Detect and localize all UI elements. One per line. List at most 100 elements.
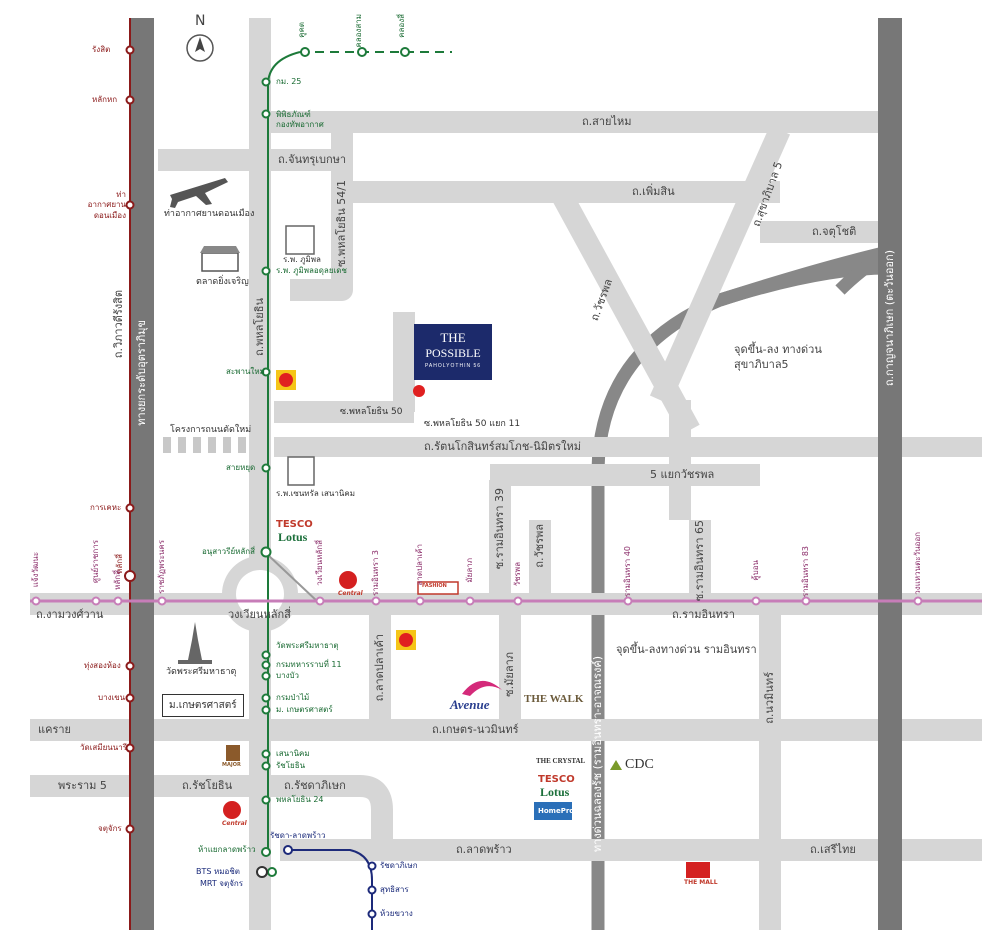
thewalk-logo: THE WALK: [524, 693, 584, 705]
note-new-road: โครงการถนนตัดใหม่: [170, 425, 252, 435]
tesco-logo: TESCO: [276, 519, 313, 530]
station-pink-8[interactable]: มัยลาภ: [465, 558, 474, 583]
station-pink-12[interactable]: รามอินทรา 83: [801, 546, 810, 598]
road-label-khraerai: แคราย: [38, 723, 71, 736]
station-red-3[interactable]: ท่าอากาศยาน ดอนเมือง: [87, 190, 126, 220]
road-label-ramintra65: ซ.รามอินทรา 65: [693, 520, 706, 602]
station-green-7[interactable]: วัดพระศรีมหาธาตุ: [276, 641, 339, 650]
road-ratchadaphisek: [262, 775, 393, 850]
station-blue-3[interactable]: สุทธิสาร: [380, 885, 409, 894]
station-green-3[interactable]: ร.พ. ภูมิพลอดุลยเดช: [276, 266, 347, 275]
road-label-phahon: ถ.พหลโยธิน: [253, 298, 266, 356]
road-label-circle: วงเวียนหลักสี่: [228, 608, 291, 621]
road-label-ratchayothin: ถ.รัชโยธิน: [182, 779, 233, 792]
road-watcharaphon-diag: [550, 186, 700, 436]
hospital-icon-2: [287, 456, 315, 486]
homepro-icon: [534, 802, 572, 820]
station-red-9[interactable]: จตุจักร: [98, 824, 122, 833]
road-label-ngam: ถ.งามวงศ์วาน: [36, 608, 104, 621]
station-green-11[interactable]: ม. เกษตรศาสตร์: [276, 705, 333, 714]
station-red-2[interactable]: หลักหก: [92, 95, 118, 104]
road-label-expressway: ทางด่วนฉลองรัช (รามอินทรา-อาจณรงค์): [591, 656, 604, 853]
lak-si-circle-inner: [236, 570, 284, 618]
place-kaset-univ: ม.เกษตรศาสตร์: [162, 694, 244, 717]
central-logo: Central: [338, 590, 363, 597]
station-red-4[interactable]: การเคหะ: [90, 503, 122, 512]
station-pink-11[interactable]: คู้บอน: [751, 560, 760, 581]
station-green-10[interactable]: กรมป่าไม้: [276, 693, 310, 702]
themall-icon: [686, 862, 710, 878]
place-mrt: MRT จตุจักร: [200, 879, 244, 888]
place-central-hosp: ร.พ.เซนทรัล เสนานิคม: [276, 489, 355, 498]
road-label-tollway: ทางยกระดับอุตราภิมุข: [135, 320, 148, 426]
road-label-watcharaphon-jn: 5 แยกวัชรพล: [650, 468, 715, 481]
avenue-logo: Avenue: [450, 697, 490, 712]
station-pink-7[interactable]: ลาดปลาเค้า: [415, 544, 424, 586]
place-bts: BTS หมอชิต: [196, 867, 240, 876]
station-green-1[interactable]: กม. 25: [276, 77, 302, 86]
station-blue-2[interactable]: รัชดาภิเษก: [380, 861, 418, 870]
road-label-sai-mai: ถ.สายไหม: [582, 115, 632, 128]
fashion-icon: [417, 581, 459, 595]
station-green-9[interactable]: บางบัว: [276, 671, 300, 680]
road-label-ratan: ถ.รัตนโกสินทร์สมโภช-นิมิตรใหม่: [424, 440, 581, 453]
major-icon: [226, 745, 240, 761]
compass-label: N: [195, 13, 206, 29]
place-market: ตลาดยิ่งเจริญ: [196, 277, 249, 287]
station-pink-13[interactable]: วงแหวนตะวันออก: [913, 532, 922, 595]
station-green-4[interactable]: สะพานใหม่: [226, 367, 265, 376]
station-blue-1[interactable]: รัชดา-ลาดพร้าว: [270, 831, 326, 840]
major-logo: MAJOR: [222, 762, 241, 768]
road-label-phahon-54-1: ซ.พหลโยธิน 54/1: [335, 180, 348, 267]
road-sukhaphiban5: [649, 125, 791, 405]
station-green-2[interactable]: พิพิธภัณฑ์กองทัพอากาศ: [276, 110, 324, 129]
temple-icon: [188, 622, 202, 660]
station-pink-2[interactable]: ศูนย์ราชการ: [91, 540, 100, 584]
station-blue-4[interactable]: ห้วยขวาง: [380, 909, 413, 918]
road-label-phahon50-11: ซ.พหลโยธิน 50 แยก 11: [424, 419, 521, 429]
note-sukhaphiban-ramp: จุดขึ้น-ลง ทางด่วน สุขาภิบาล5: [734, 343, 822, 371]
hospital-icon: [285, 225, 315, 255]
compass-icon: [186, 34, 214, 62]
connector-line: [267, 554, 319, 603]
road-label-ratchadaphisek: ถ.รัชดาภิเษก: [284, 779, 346, 792]
project-marker[interactable]: THE POSSIBLE PAHOLYOTHIN 56: [414, 324, 492, 380]
road-label-phemsin: ถ.เพิ่มสิน: [632, 185, 675, 198]
road-label-kanchana: ถ.กาญจนาภิเษก (ตะวันออก): [883, 250, 896, 387]
station-green-top-1[interactable]: คูคต: [297, 22, 306, 38]
station-pink-6[interactable]: รามอินทรา 3: [371, 550, 380, 597]
station-green-5[interactable]: สายหยุด: [226, 463, 256, 472]
station-pink-9[interactable]: วัชรพล: [513, 562, 522, 587]
station-red-8[interactable]: วัดเสมียนนารี: [80, 743, 127, 752]
station-green-top-2[interactable]: คลองสาม: [354, 14, 363, 48]
place-airport: ท่าอากาศยานดอนเมือง: [164, 209, 255, 219]
blue-line: [288, 849, 373, 930]
station-pink-4[interactable]: ราชภัฏพระนคร: [157, 540, 166, 594]
station-green-15[interactable]: ห้าแยกลาดพร้าว: [198, 845, 256, 854]
project-name-1: THE: [440, 330, 466, 345]
station-green-12[interactable]: เสนานิคม: [276, 749, 310, 758]
station-pink-5[interactable]: วงเวียนหลักสี่: [315, 540, 324, 586]
tesco-logo-2: TESCO: [538, 774, 575, 785]
station-green-13[interactable]: รัชโยธิน: [276, 761, 306, 770]
station-red-7[interactable]: บางเขน: [98, 693, 126, 702]
fashion-logo: FASHION: [422, 583, 447, 589]
station-green-6[interactable]: อนุสาวรีย์หลักสี่: [202, 547, 256, 556]
station-green-top-3[interactable]: คลองสี่: [397, 14, 406, 38]
road-label-watcharaphon2: ถ.วัชรพล: [533, 524, 546, 568]
airplane-icon: [170, 178, 228, 208]
station-pink-3[interactable]: หลักสี่: [113, 570, 122, 590]
place-bhumibol: ร.พ. ภูมิพล: [283, 255, 321, 264]
station-green-8[interactable]: กรมทหารราบที่ 11: [276, 660, 342, 669]
project-pin: [413, 385, 425, 397]
station-red-6[interactable]: ทุ่งสองห้อง: [84, 661, 121, 670]
station-pink-1[interactable]: แจ้งวัฒนะ: [31, 552, 40, 588]
road-ratan: [274, 437, 982, 457]
cdc-logo: CDC: [625, 757, 654, 772]
road-label-ramintra39: ซ.รามอินทรา 39: [493, 488, 506, 570]
road-label-seri-thai: ถ.เสรีไทย: [810, 843, 856, 856]
station-pink-10[interactable]: รามอินทรา 40: [623, 546, 632, 598]
station-green-14[interactable]: พหลโยธิน 24: [276, 795, 324, 804]
station-red-1[interactable]: รังสิต: [92, 45, 111, 54]
